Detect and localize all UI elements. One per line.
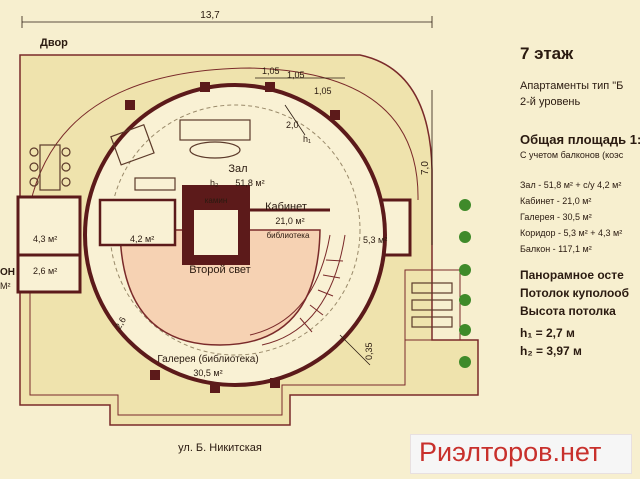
terrace-inner-line [29,67,419,206]
kitchen-counter [134,177,176,191]
small-room-area: 2,6 м² [33,266,57,276]
area-line-office: Кабинет - 21,0 м² [520,196,592,206]
dimension-lines [21,16,433,366]
hall-area: 51,8 м² [235,178,264,188]
loungers [411,282,453,328]
fireplace-label: камин [205,196,228,205]
street-label: ул. Б. Никитская [178,442,262,454]
feature-panoramic: Панорамное осте [520,268,624,282]
dim-035: 0,35 [364,342,374,360]
h2-mark: h₂ [210,178,219,188]
coffee-table [189,141,241,159]
second-light-label: Второй свет [189,264,250,276]
area-line-balcony: Балкон - 117,1 м² [520,244,592,254]
left-room-area: 4,3 м² [33,234,57,244]
dim-20: 2,0 [286,120,299,130]
bathroom [98,198,177,247]
dim-105-b: 1,05 [287,70,305,80]
gallery-area: 30,5 м² [193,368,222,378]
apartment-type: Апартаменты тип "Б [520,80,624,92]
overall-width-label: 13,7 [200,10,220,21]
left-room-block [16,195,82,294]
watermark-text: Риэлторов.нет [419,437,602,467]
cut-left-top: ОН [0,267,15,278]
cut-left-bottom: М² [0,281,11,291]
yard-label: Двор [40,37,68,49]
window-bays [125,82,340,393]
area-line-hall: Зал - 51,8 м² + с/у 4,2 м² [520,180,622,190]
with-balconies-label: С учетом балконов (коэс [520,150,624,160]
lower-terrace-line [29,285,406,416]
dim-105-c: 1,05 [314,86,332,96]
h1-mark: h₁ [303,134,311,144]
right-room-area: 5,3 м² [363,235,387,245]
office-sub: библиотека [267,231,310,240]
piano [110,123,155,166]
second-light-void [119,229,321,346]
hall-name: Зал [228,163,247,175]
h1-value: h₁ = 2,7 м [520,326,575,340]
office-area: 21,0 м² [275,216,304,226]
total-area-label: Общая площадь 1: [520,132,640,147]
dim-105-a: 1,05 [262,66,280,76]
level-label: 2-й уровень [520,96,581,108]
bath-area: 4,2 м² [130,234,154,244]
h2-value: h₂ = 3,97 м [520,344,582,358]
area-line-gallery: Галерея - 30,5 м² [520,212,592,222]
feature-dome: Потолок куполооб [520,286,630,300]
feature-height: Высота потолка [520,304,616,318]
office-name: Кабинет [265,201,307,213]
floor-title: 7 этаж [520,44,574,63]
gallery-name: Галерея (библиотека) [157,353,258,365]
area-line-corridor: Коридор - 5,3 м² + 4,3 м² [520,228,623,238]
right-height-label: 7,0 [420,161,431,175]
fireplace-inner [194,210,238,255]
staircase [249,234,346,346]
plants [459,199,471,368]
dining-set [29,144,71,191]
watermark-badge: Риэлторов.нет [410,434,632,474]
sofa [179,119,251,141]
